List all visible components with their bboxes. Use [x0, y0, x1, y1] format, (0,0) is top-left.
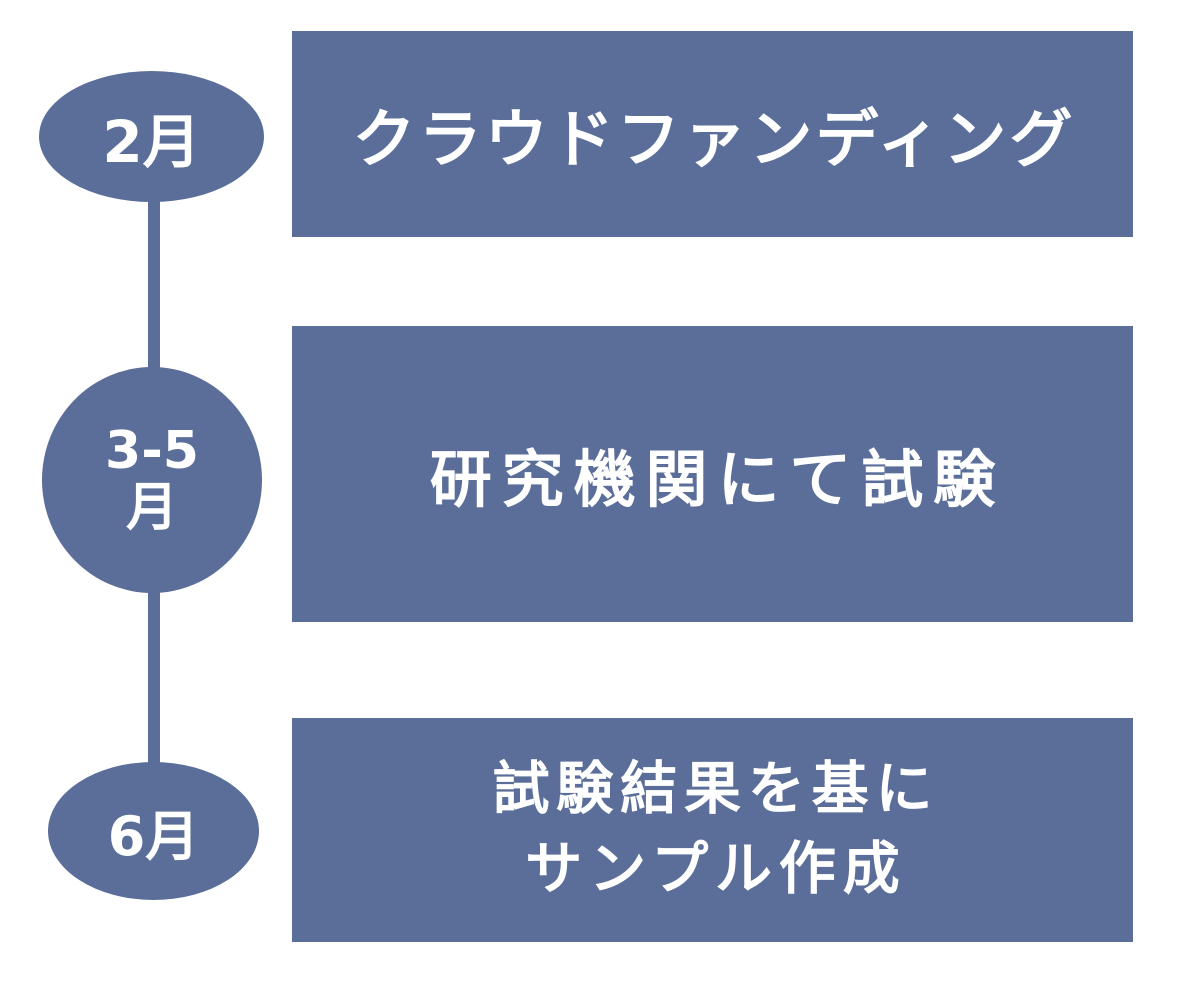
bar-label: クラウドファンディング	[352, 102, 1076, 176]
bar-label-line-1: 試験結果を基に	[492, 756, 940, 823]
timeline-bar-research-testing: 研究機関にて試験	[292, 326, 1133, 622]
node-label: 2月	[102, 107, 201, 176]
timeline-bar-sample-creation: 試験結果を基に サンプル作成	[292, 718, 1133, 942]
timeline-connector-1	[148, 190, 160, 380]
bar-label: 研究機関にて試験	[429, 443, 1006, 516]
bar-label-line-2: サンプル作成	[525, 836, 907, 902]
timeline-node-march-may: 3-5 月	[42, 367, 262, 593]
node-label: 6月	[107, 804, 200, 868]
timeline-node-june: 6月	[48, 762, 259, 900]
node-label-line-1: 3-5	[105, 420, 199, 481]
timeline-connector-2	[148, 580, 160, 775]
timeline-bar-crowdfunding: クラウドファンディング	[292, 31, 1133, 237]
timeline-node-february: 2月	[39, 71, 264, 202]
node-label-line-2: 月	[125, 478, 178, 538]
